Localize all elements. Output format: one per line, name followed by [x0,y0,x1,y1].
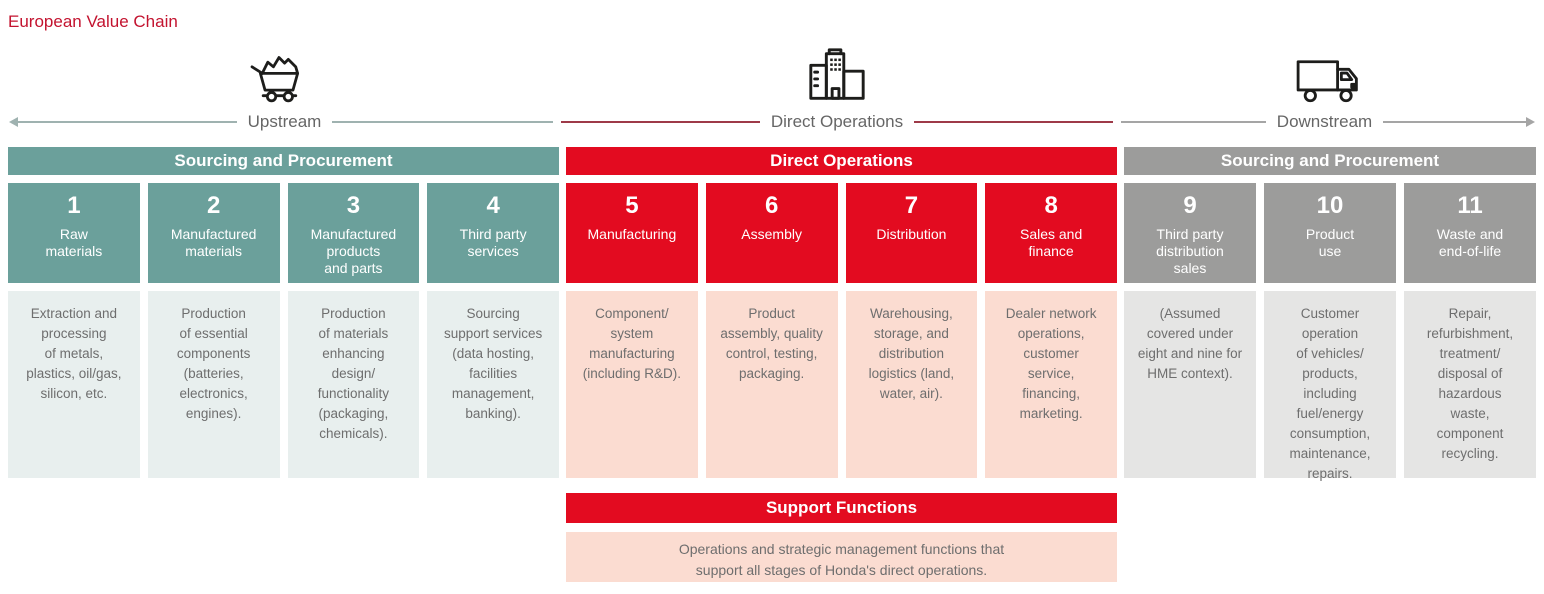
stage-number: 9 [1183,192,1197,219]
flow-section-downstream: Downstream [1117,44,1544,132]
stage-title: Waste and end-of-life [1436,226,1504,259]
truck-icon [1117,44,1544,105]
stage-title: Distribution [876,226,947,242]
group-header: Direct Operations [566,147,1117,175]
stage-number: 6 [764,192,779,219]
stage-number: 8 [1044,192,1058,219]
direct-operations-axis: Direct Operations [557,112,1117,132]
arrow-left-icon [4,117,18,127]
group-header: Sourcing and Procurement [1124,147,1536,175]
stage-title: Product use [1305,226,1355,259]
support-functions-header: Support Functions [566,493,1117,523]
mine-cart-icon [0,44,557,105]
stage-5-description: Component/ system manufacturing (includi… [566,291,698,478]
downstream-line [1383,121,1529,123]
stage-number: 2 [206,192,221,219]
stage-6-description: Product assembly, quality control, testi… [705,291,838,478]
stage-number: 1 [67,192,81,219]
group-header: Sourcing and Procurement [8,147,559,175]
arrow-right-icon [1526,117,1540,127]
direct-operations-line [561,121,760,123]
stage-10-description: Customer operation of vehicles/ products… [1264,291,1396,481]
stage-number: 4 [486,192,500,219]
direct-operations-label: Direct Operations [770,112,904,131]
stage-title: Manufactured products and parts [310,226,397,276]
stage-title: Third party distribution sales [1156,226,1224,276]
flow-section-direct-operations: Direct Operations [557,44,1117,132]
downstream-label: Downstream [1276,112,1373,131]
stage-2-description: Production of essential components (batt… [147,291,280,478]
stage-title: Third party services [459,226,527,259]
flow-section-upstream: Upstream [0,44,557,132]
upstream-line [16,121,237,123]
stage-title: Manufacturing [587,226,677,242]
stage-11-description: Repair, refurbishment, treatment/ dispos… [1404,291,1536,478]
stage-number: 7 [904,192,919,219]
stage-9-description: (Assumed covered under eight and nine fo… [1124,291,1256,478]
stage-number: 5 [625,192,639,219]
stage-title: Manufactured materials [170,226,257,259]
support-functions-section: Support Functions Operations and strateg… [566,493,1117,582]
stage-number: 11 [1457,192,1483,219]
page-title: European Value Chain [8,12,178,31]
stage-4-description: Sourcing support services (data hosting,… [427,291,559,478]
upstream-label: Upstream [247,112,322,131]
stage-8-description: Dealer network operations, customer serv… [985,291,1117,478]
factory-icon [557,44,1117,105]
stage-number: 10 [1316,192,1344,219]
stage-title: Sales and finance [1019,226,1083,259]
support-functions-description: Operations and strategic management func… [566,532,1117,582]
stage-7-description: Warehousing, storage, and distribution l… [845,291,978,478]
stage-3-description: Production of materials enhancing design… [287,291,420,478]
stage-title: Assembly [741,226,802,242]
stage-title: Raw materials [45,226,103,259]
downstream-line [1121,121,1266,123]
stage-number: 3 [346,192,361,219]
downstream-axis: Downstream [1117,112,1544,132]
upstream-line [332,121,553,123]
upstream-axis: Upstream [0,112,557,132]
direct-operations-line [914,121,1113,123]
stage-1-description: Extraction and processing of metals, pla… [8,291,140,478]
